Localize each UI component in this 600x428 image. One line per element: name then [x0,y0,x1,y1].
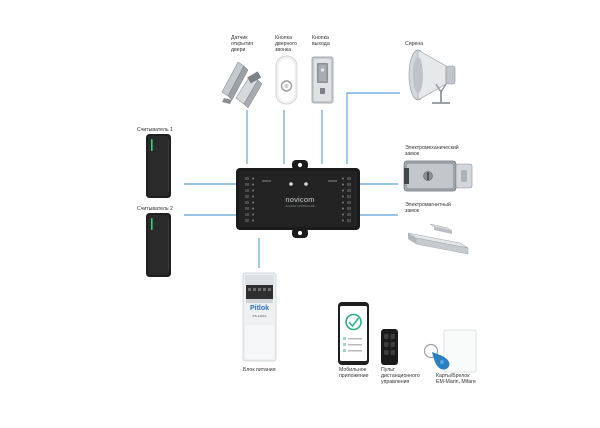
remote-label: Пульт дистанционного управления [381,367,420,386]
card-reader-icon [146,134,171,198]
siren-label: Сирена [405,41,424,47]
reader-2-label: Считыватель 2 [137,206,173,212]
doorbell-icon [275,55,298,105]
power-supply-icon [242,272,277,362]
connection-lines [184,92,400,268]
power-supply-brand: Pitlok [249,305,270,312]
rfid-card-fob-icon [423,329,477,373]
doorbell-button-label: Кнопка дверного звонка [275,35,297,54]
controller-brand: novicom [285,195,315,204]
cards-label: Карты/Брелок EM-Marin, Mifare [436,373,476,386]
remote-control-icon [381,329,398,365]
magnetic-contact-icon [221,61,263,109]
horn-siren-icon [408,49,456,104]
card-reader-icon [146,213,171,277]
reader-1-label: Считыватель 1 [137,127,173,133]
electromag-lock-label: Электромагнитный замок [405,202,451,215]
power-supply-label: Блок питания [243,367,276,373]
exit-button-icon [311,56,334,104]
line-siren [346,92,400,164]
exit-button-label: Кнопка выхода [312,35,330,48]
mobile-app-label: Мобильное приложение [339,367,369,380]
power-supply-model: PS-1220A [252,314,267,318]
smartphone-icon [338,302,369,365]
electromechanical-lock-icon [403,160,473,192]
door-sensor-label: Датчик открытия двери [231,35,254,54]
electromagnetic-lock-icon [407,223,469,255]
controller-subtitle: ACCESS CONTROLLER [285,205,315,208]
access-controller-icon [236,160,360,238]
electromech-lock-label: Электромеханический замок [405,145,459,158]
